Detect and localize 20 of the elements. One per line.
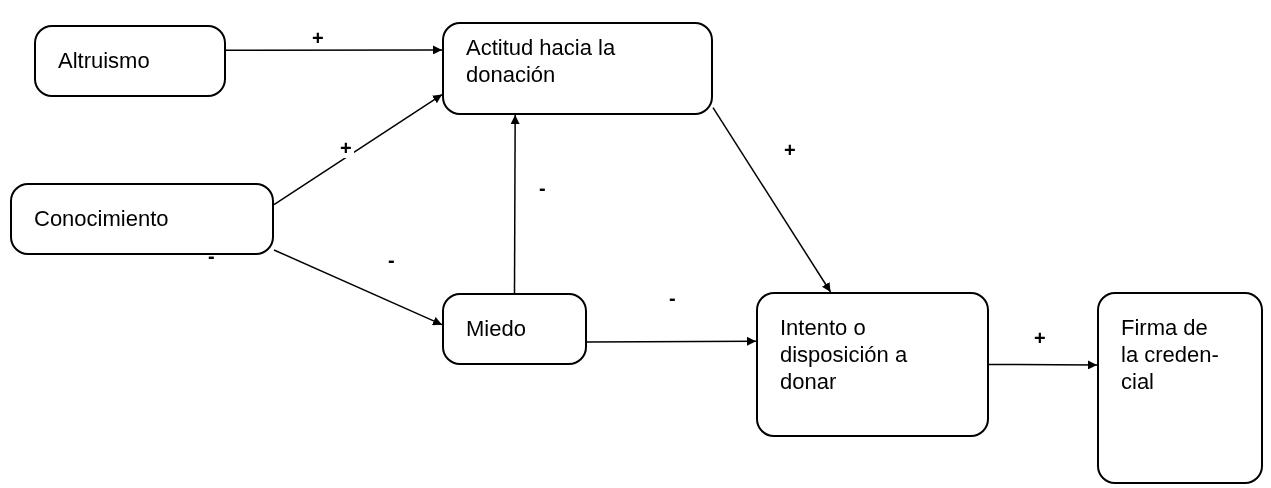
rounded-box <box>442 22 713 115</box>
node-label: Actitud hacia la donación <box>466 34 617 88</box>
arrow <box>712 106 832 293</box>
rounded-box <box>10 183 274 255</box>
rounded-box <box>756 292 989 437</box>
node-label: Conocimiento <box>34 205 170 232</box>
node-label: Firma de la creden-cial <box>1121 314 1220 395</box>
arrow <box>273 249 443 326</box>
node-label: Miedo <box>466 315 527 342</box>
node-label: Altruismo <box>58 47 151 74</box>
arrow <box>510 114 520 294</box>
arrow <box>273 93 443 206</box>
arrow <box>988 360 1098 370</box>
rounded-box <box>442 293 587 365</box>
sign-label: - <box>207 246 216 266</box>
arrow <box>225 45 443 55</box>
arrow <box>586 336 757 346</box>
node-label: Intento o disposición a donar <box>780 314 909 395</box>
rounded-box <box>34 25 226 97</box>
rounded-box <box>1097 292 1263 484</box>
